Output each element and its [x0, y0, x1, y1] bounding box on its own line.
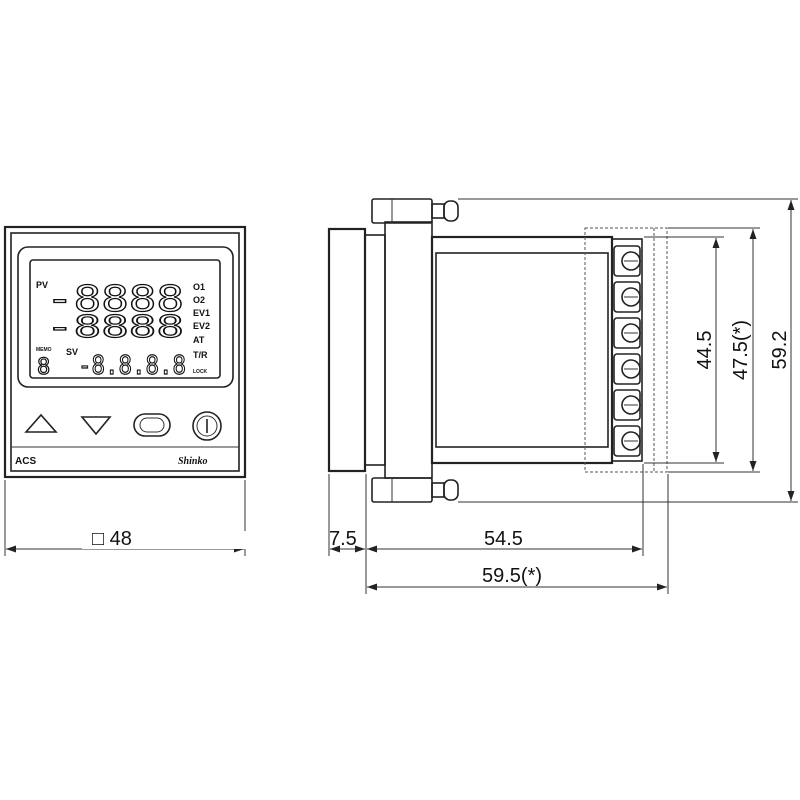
memo-digit: 8 — [37, 355, 50, 380]
indicator-o1: O1 — [193, 282, 205, 292]
pv-digits: -8888 — [46, 279, 184, 320]
terminal-screws — [613, 245, 641, 457]
body-depth-label: 54.5 — [484, 528, 523, 550]
mounting-bracket — [384, 221, 433, 479]
indicator-at: AT — [193, 335, 205, 345]
indicator-lock: LOCK — [193, 369, 208, 375]
indicator-ev1: EV1 — [193, 308, 210, 318]
up-key-icon[interactable] — [24, 413, 58, 433]
side-vertical-dimensions: 44.5 47.5(*) 59.2 — [458, 198, 798, 503]
down-key-icon[interactable] — [80, 416, 112, 436]
sv-label: SV — [66, 347, 78, 357]
lcd-bezel — [17, 246, 234, 388]
lcd-display — [29, 259, 221, 379]
indicator-tr: T/R — [193, 350, 208, 360]
total-height-label: 59.2 — [769, 331, 791, 370]
front-view: PV -8888 -8888 MEMO 8 SV -8.8.8.8 O1 O2 … — [3, 225, 247, 479]
power-key-icon[interactable] — [192, 411, 222, 441]
indicator-o2: O2 — [193, 295, 205, 305]
front-width-dimension: □ 48 — [4, 480, 252, 556]
bezel-depth-label: 7.5 — [329, 528, 357, 550]
sv-digits: -8.8.8.8 — [78, 351, 186, 381]
indicator-column: O1 O2 EV1 EV2 AT T/R LOCK — [193, 282, 210, 375]
side-horizontal-dimensions: 7.5 54.5 59.5(*) — [328, 464, 669, 594]
front-outer-frame — [3, 225, 247, 479]
mode-key-icon[interactable] — [133, 413, 171, 437]
memo-label: MEMO — [36, 347, 52, 353]
side-view — [327, 198, 668, 503]
body-height-label: 44.5 — [694, 331, 716, 370]
pv-digits-lower: -8888 — [46, 310, 184, 345]
side-bezel — [327, 227, 367, 473]
front-inner-frame — [10, 232, 240, 472]
pv-label: PV — [36, 280, 48, 290]
brand-logo: Shinko — [178, 456, 207, 467]
indicator-ev2: EV2 — [193, 321, 210, 331]
terminal-height-label: 47.5(*) — [730, 320, 752, 380]
terminal-block — [611, 238, 643, 462]
terminal-depth-label: 59.5(*) — [482, 565, 542, 587]
front-width-label: □ 48 — [92, 528, 132, 550]
model-name: ACS — [15, 456, 36, 467]
